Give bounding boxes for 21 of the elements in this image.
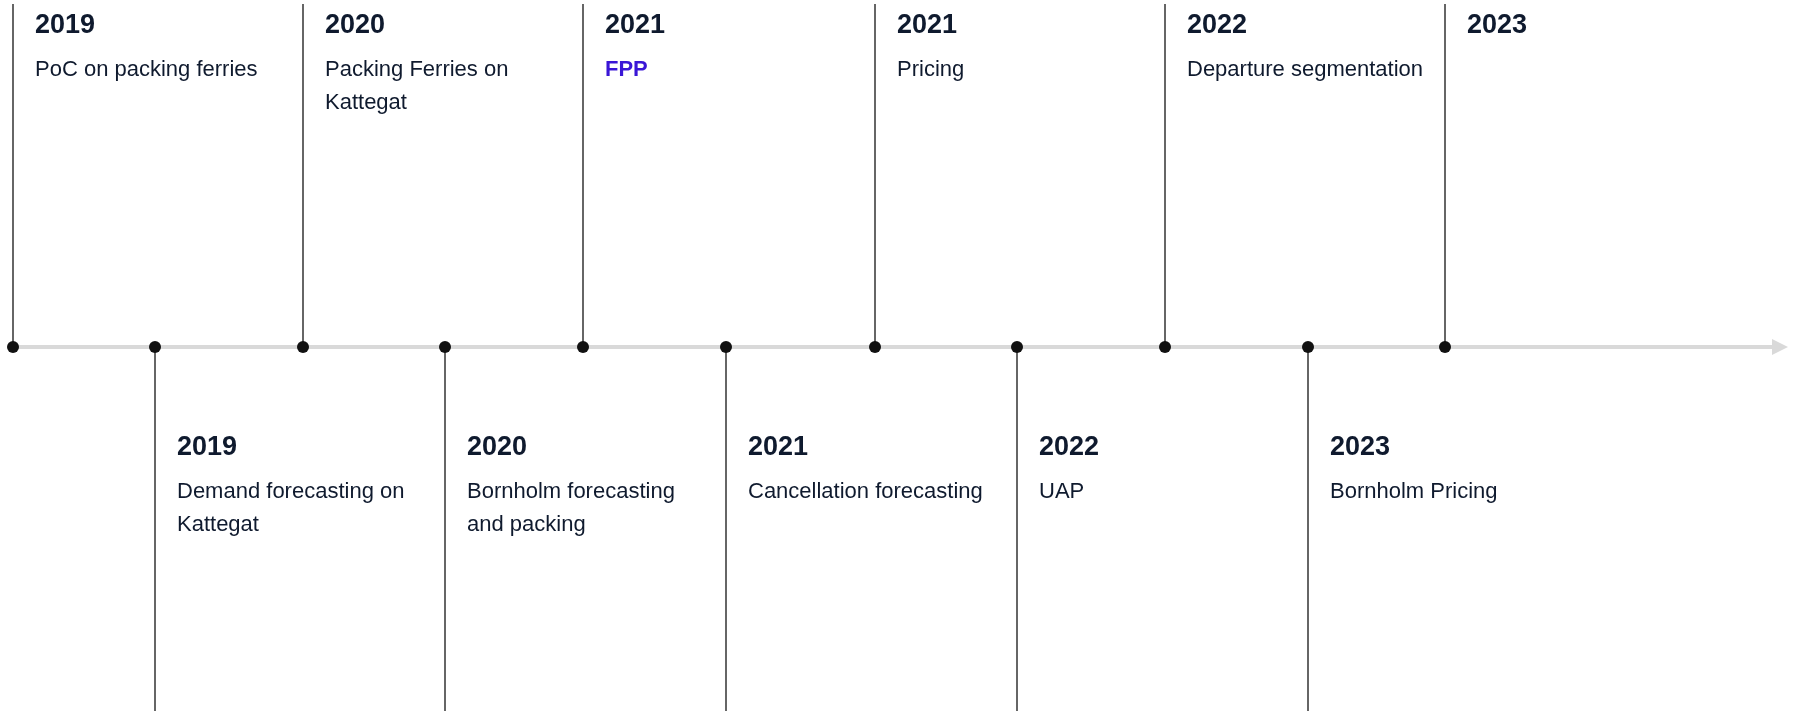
milestone-label: Pricing bbox=[897, 55, 965, 83]
year-label: 2021 bbox=[897, 8, 958, 40]
milestone-label: Bornholm Pricing bbox=[1330, 477, 1498, 505]
milestone-label: Demand forecasting on Kattegat bbox=[177, 477, 406, 538]
milestone-label: PoC on packing ferries bbox=[35, 55, 258, 83]
milestone-label: Departure segmentation bbox=[1187, 55, 1424, 83]
year-label: 2023 bbox=[1330, 430, 1391, 462]
milestone-label: Cancellation forecasting bbox=[748, 477, 983, 505]
year-label: 2019 bbox=[177, 430, 238, 462]
milestone-label: FPP bbox=[605, 55, 648, 83]
year-label: 2020 bbox=[467, 430, 528, 462]
year-label: 2020 bbox=[325, 8, 386, 40]
year-label: 2019 bbox=[35, 8, 96, 40]
year-label: 2023 bbox=[1467, 8, 1528, 40]
year-label: 2022 bbox=[1187, 8, 1248, 40]
milestone-label: Packing Ferries on Kattegat bbox=[325, 55, 510, 116]
year-label: 2021 bbox=[605, 8, 666, 40]
year-label: 2021 bbox=[748, 430, 809, 462]
year-label: 2022 bbox=[1039, 430, 1100, 462]
milestone-label: Bornholm forecasting and packing bbox=[467, 477, 676, 538]
milestone-label: UAP bbox=[1039, 477, 1085, 505]
